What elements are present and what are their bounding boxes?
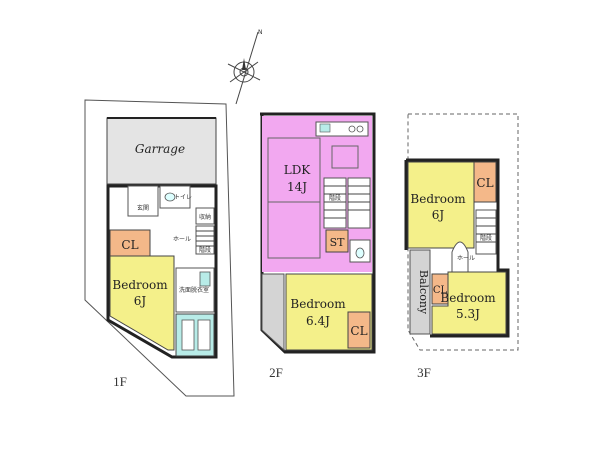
balcony-label: Balcony xyxy=(417,270,430,315)
closet-1f-label: CL xyxy=(121,238,138,252)
stove-icon xyxy=(348,125,356,133)
balcony-area xyxy=(409,249,431,335)
garage-label: Garrage xyxy=(135,142,185,156)
hall-3f-label: ホール xyxy=(457,255,475,262)
bedroom-3f-1 xyxy=(407,161,475,249)
bedroom-3f-1-name: Bedroom xyxy=(410,192,466,206)
sink-icon xyxy=(319,123,331,133)
storage-2f-label: ST xyxy=(330,236,346,249)
stairs-3f-label: 階段 xyxy=(480,234,492,242)
toilet-label: トイレ xyxy=(174,194,192,201)
stairs-3f: 階段 xyxy=(475,209,497,255)
floor-2f-label: 2F xyxy=(269,365,283,380)
storage-label: 収納 xyxy=(199,213,211,221)
void-area-2f xyxy=(261,273,285,352)
ldk-name: LDK xyxy=(284,163,312,177)
toilet-2f-icon xyxy=(355,247,365,259)
stairs-2f: 階段 xyxy=(323,177,347,229)
floor-2f: LDK 14J 階段 ST Bedroom 6.4J CL xyxy=(260,112,376,380)
floor-1f-label: 1F xyxy=(113,374,127,389)
compass-icon: N xyxy=(227,29,263,105)
storage-area xyxy=(195,207,215,225)
closet-3f-top xyxy=(473,161,497,203)
closet-1f xyxy=(109,229,151,257)
closet-3f-top-label: CL xyxy=(476,176,493,190)
bedroom-3f-2-name: Bedroom xyxy=(440,291,496,305)
stairs-1f-label: 階段 xyxy=(199,246,211,254)
closet-2f xyxy=(347,311,371,349)
washbasin-icon xyxy=(199,271,211,287)
stairs-1f: 階段 xyxy=(195,225,215,255)
bedroom-3f-2-size: 5.3J xyxy=(456,307,480,321)
bathtub-icon xyxy=(181,319,195,351)
bedroom-3f-2 xyxy=(431,271,507,335)
lot-boundary-1f xyxy=(84,99,235,397)
bedroom-3f-1-size: 6J xyxy=(432,208,445,222)
stairs-2f-label: 階段 xyxy=(329,194,341,202)
hall-1f-label: ホール xyxy=(173,236,191,243)
hall-3f xyxy=(451,241,469,273)
bedroom-1f-name: Bedroom xyxy=(112,278,168,292)
compass-north-label: N xyxy=(258,29,263,36)
bedroom-2f-size: 6.4J xyxy=(306,314,330,328)
bedroom-1f-size: 6J xyxy=(134,294,147,308)
ldk-size: 14J xyxy=(287,180,307,194)
lot-boundary-3f xyxy=(407,113,519,351)
bedroom-1f xyxy=(109,255,175,351)
storage-2f xyxy=(325,229,349,253)
closet-3f-bottom-label: CL xyxy=(433,285,448,296)
bedroom-2f-name: Bedroom xyxy=(290,297,346,311)
floor-1f: Garrage 玄関 トイレ 収納 階段 ホール CL Bedroom 6J xyxy=(84,99,235,397)
floor-3f: Bedroom 6J CL 階段 ホール Balcony CL Bedroom … xyxy=(404,113,519,380)
washroom-label: 洗面脱衣室 xyxy=(179,286,209,294)
entrance-area xyxy=(127,185,159,217)
floor-3f-label: 3F xyxy=(417,365,431,380)
toilet-icon xyxy=(164,192,176,202)
closet-2f-label: CL xyxy=(350,324,367,338)
entrance-label: 玄関 xyxy=(137,204,149,212)
